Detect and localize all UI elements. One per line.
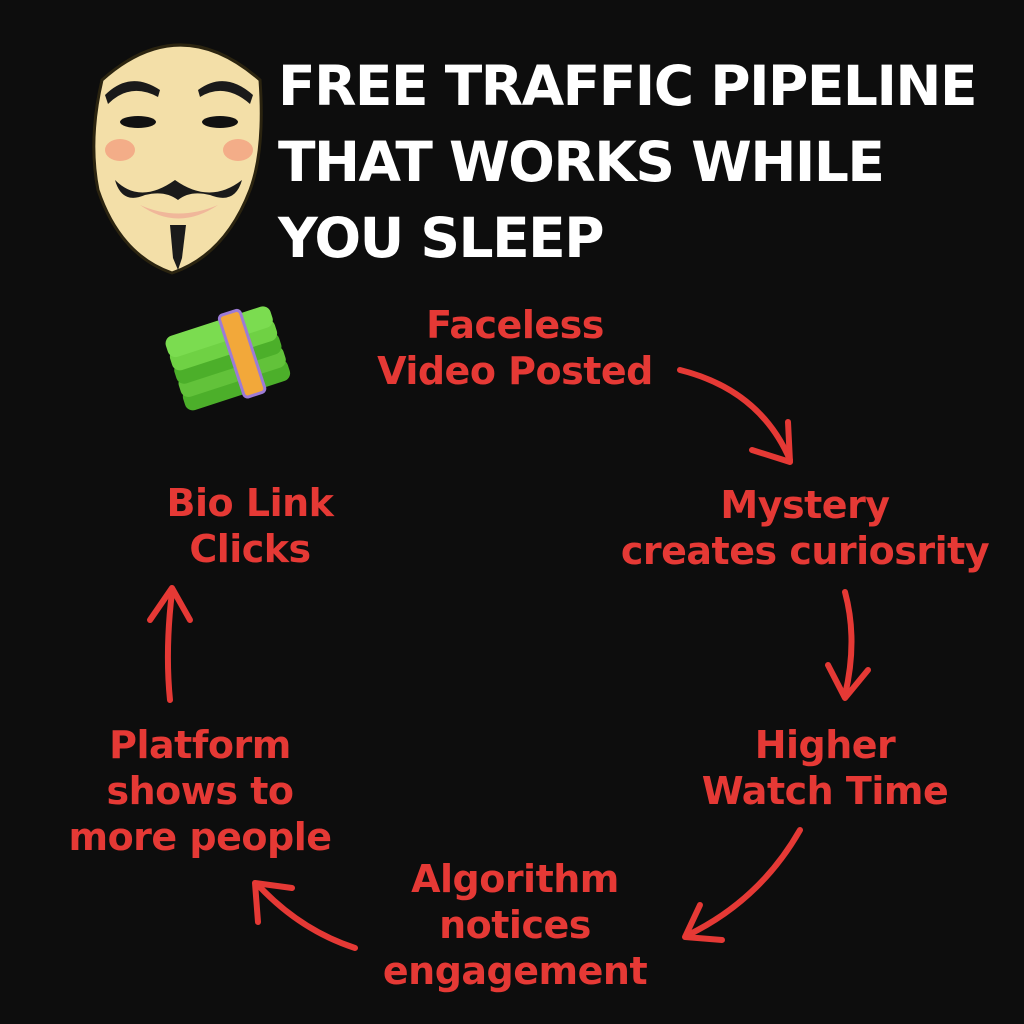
title-line: FREE TRAFFIC PIPELINE — [278, 54, 978, 118]
step-line: Higher — [754, 723, 896, 767]
step-line: Clicks — [189, 527, 311, 571]
step-line: Platform — [109, 723, 291, 767]
page-title: FREE TRAFFIC PIPELINE THAT WORKS WHILE Y… — [278, 48, 978, 276]
step-line: creates curiosrity — [620, 529, 990, 573]
mask-icon — [92, 43, 263, 275]
step-line: Faceless — [426, 303, 604, 347]
step-line: more people — [68, 815, 332, 859]
money-icon — [165, 306, 291, 411]
title-line: YOU SLEEP — [278, 206, 605, 270]
arrow-icon — [825, 589, 871, 701]
step-higher-watch-time: Higher Watch Time — [680, 722, 970, 814]
step-line: shows to — [106, 769, 294, 813]
step-line: Mystery — [720, 483, 890, 527]
arrow-icon — [147, 585, 193, 703]
step-line: Video Posted — [377, 349, 653, 393]
step-platform-shows-more-people: Platform shows to more people — [50, 722, 350, 860]
step-line: Watch Time — [701, 769, 949, 813]
arrow-icon — [252, 880, 358, 951]
step-faceless-video-posted: Faceless Video Posted — [360, 302, 670, 394]
step-line: engagement — [382, 949, 648, 993]
step-bio-link-clicks: Bio Link Clicks — [140, 480, 360, 572]
step-mystery-creates-curiosity: Mystery creates curiosrity — [605, 482, 1005, 574]
step-line: Bio Link — [166, 481, 334, 525]
title-line: THAT WORKS WHILE — [278, 130, 885, 194]
step-algorithm-notices-engagement: Algorithm notices engagement — [360, 856, 670, 994]
arrow-icon — [682, 827, 803, 943]
step-line: Algorithm — [411, 857, 619, 901]
arrow-icon — [677, 367, 793, 465]
step-line: notices — [439, 903, 591, 947]
